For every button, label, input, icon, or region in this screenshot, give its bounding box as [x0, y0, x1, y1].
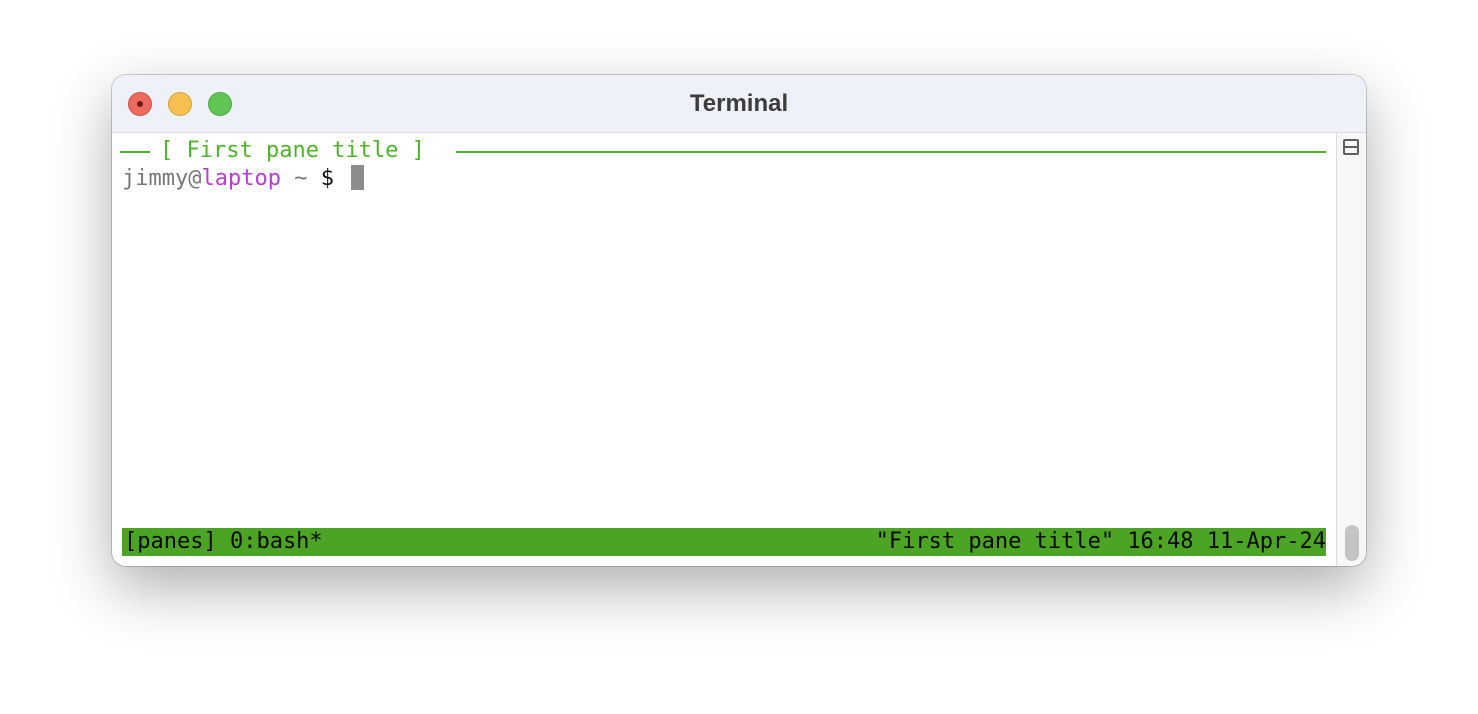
- prompt-symbol: $: [307, 166, 334, 191]
- status-left[interactable]: [panes] 0:bash*: [124, 529, 323, 554]
- prompt-user: jimmy: [122, 166, 189, 191]
- pane-border-line-right: [456, 151, 1326, 153]
- title-bar[interactable]: Terminal: [112, 75, 1366, 133]
- pane-border: [ First pane title ]: [120, 135, 1326, 167]
- close-icon: [137, 101, 143, 107]
- pane-border-line-left: [120, 151, 150, 153]
- maximize-button[interactable]: [208, 92, 232, 116]
- pane-title: [ First pane title ]: [160, 138, 425, 163]
- scrollbar-thumb[interactable]: [1345, 525, 1359, 561]
- minimize-button[interactable]: [168, 92, 192, 116]
- text-cursor: [351, 165, 365, 190]
- close-button[interactable]: [128, 92, 152, 116]
- window-title: Terminal: [689, 90, 789, 117]
- prompt-host: laptop: [201, 166, 281, 191]
- terminal-content[interactable]: [ First pane title ] jimmy@laptop ~ $ [p…: [112, 133, 1336, 566]
- prompt-at: @: [188, 166, 202, 191]
- split-pane-icon[interactable]: [1343, 139, 1359, 155]
- status-right: "First pane title" 16:48 11-Apr-24: [875, 529, 1326, 554]
- tmux-status-bar: [panes] 0:bash* "First pane title" 16:48…: [122, 528, 1326, 556]
- prompt-directory: ~: [280, 166, 308, 191]
- terminal-window: Terminal [ First pane title ] jimmy@lapt…: [112, 75, 1366, 566]
- shell-prompt[interactable]: jimmy@laptop ~ $: [122, 165, 365, 193]
- vertical-scrollbar[interactable]: [1336, 133, 1366, 566]
